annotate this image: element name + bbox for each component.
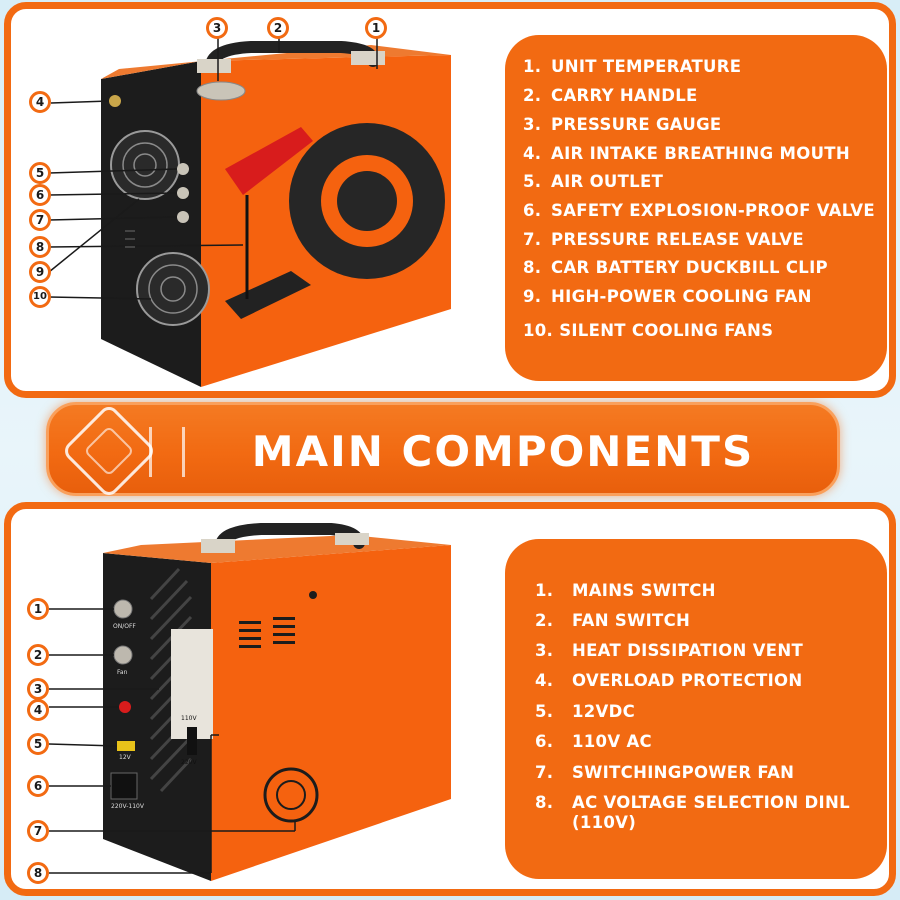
callout-mains-switch: 1 bbox=[27, 598, 49, 620]
selector-220v-label: 220V bbox=[181, 759, 197, 766]
banner-title: MAIN COMPONENTS bbox=[251, 427, 755, 476]
list-item: 4.OVERLOAD PROTECTION bbox=[535, 671, 803, 690]
callout-unit-temperature: 1 bbox=[365, 17, 387, 39]
fan-label: Fan bbox=[117, 669, 128, 676]
list-item: 10. SILENT COOLING FANS bbox=[523, 321, 774, 340]
callout-heat-vent: 3 bbox=[27, 678, 49, 700]
top-panel: 1 2 3 4 5 6 7 8 9 10 1. UNIT TEMPERATURE… bbox=[4, 2, 896, 398]
callout-voltage-selection: 8 bbox=[27, 862, 49, 884]
list-item: 2. CARRY HANDLE bbox=[523, 86, 698, 105]
ac-input-label: 220V-110V bbox=[111, 803, 144, 810]
list-item: 7.SWITCHINGPOWER FAN bbox=[535, 763, 795, 782]
callout-overload: 4 bbox=[27, 699, 49, 721]
callout-fan-switch: 2 bbox=[27, 644, 49, 666]
main-components-banner: MAIN COMPONENTS bbox=[46, 402, 840, 500]
callout-air-intake: 4 bbox=[29, 91, 51, 113]
list-item: 4. AIR INTAKE BREATHING MOUTH bbox=[523, 144, 850, 163]
callout-duckbill-clip: 8 bbox=[29, 236, 51, 258]
callout-12vdc: 5 bbox=[27, 733, 49, 755]
on-off-label: ON/OFF bbox=[113, 623, 136, 630]
list-item: 5. AIR OUTLET bbox=[523, 172, 664, 191]
dc-label: 12V bbox=[119, 754, 131, 761]
list-item: 3.HEAT DISSIPATION VENT bbox=[535, 641, 804, 660]
list-item: 9. HIGH-POWER COOLING FAN bbox=[523, 287, 812, 306]
list-item: 1. UNIT TEMPERATURE bbox=[523, 57, 742, 76]
bottom-panel: 1 2 3 4 5 6 7 8 ON/OFF Fan 12V 220V-110V… bbox=[4, 502, 896, 896]
top-component-list: 1. UNIT TEMPERATURE 2. CARRY HANDLE 3. P… bbox=[505, 35, 887, 381]
callout-safety-valve: 6 bbox=[29, 184, 51, 206]
list-item: 5.12VDC bbox=[535, 702, 636, 721]
list-item: 7. PRESSURE RELEASE VALVE bbox=[523, 230, 804, 249]
compressor-back-illustration bbox=[48, 523, 451, 881]
callout-pressure-gauge: 3 bbox=[206, 17, 228, 39]
list-item: 8. CAR BATTERY DUCKBILL CLIP bbox=[523, 258, 828, 277]
list-item: 6.110V AC bbox=[535, 732, 652, 751]
banner-bar-ornament bbox=[149, 427, 185, 477]
callout-carry-handle: 2 bbox=[267, 17, 289, 39]
list-item: 2.FAN SWITCH bbox=[535, 611, 691, 630]
list-item: 8.AC VOLTAGE SELECTION DINL (110V) bbox=[535, 793, 850, 832]
list-item: 6. SAFETY EXPLOSION-PROOF VALVE bbox=[523, 201, 875, 220]
callout-switching-fan: 7 bbox=[27, 820, 49, 842]
callout-pressure-release: 7 bbox=[29, 209, 51, 231]
list-item: 1.MAINS SWITCH bbox=[535, 581, 716, 600]
list-item: 3. PRESSURE GAUGE bbox=[523, 115, 722, 134]
compressor-front-illustration bbox=[48, 29, 451, 387]
selector-110v-label: 110V bbox=[181, 715, 197, 722]
callout-high-power-fan: 9 bbox=[29, 261, 51, 283]
callout-air-outlet: 5 bbox=[29, 162, 51, 184]
callout-silent-fans: 10 bbox=[29, 286, 51, 308]
callout-110v-ac: 6 bbox=[27, 775, 49, 797]
bottom-component-list: 1.MAINS SWITCH 2.FAN SWITCH 3.HEAT DISSI… bbox=[505, 539, 887, 879]
